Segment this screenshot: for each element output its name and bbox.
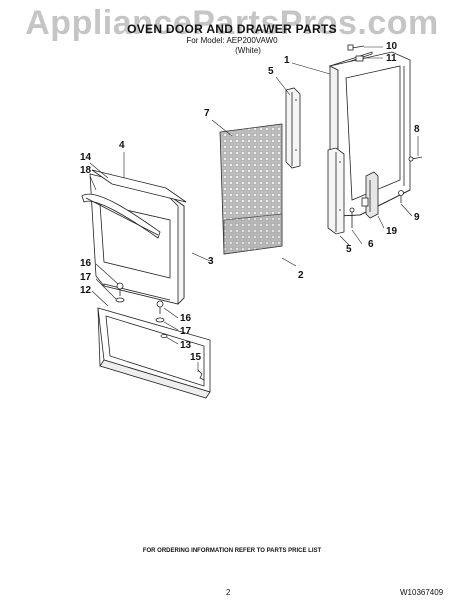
washer-17-left [115,297,125,303]
screw-16-right [156,300,164,314]
screw-6 [349,207,355,228]
callout-10: 10 [386,41,398,52]
callout-1: 1 [284,55,290,66]
watermark: AppliancePartsPros.com [25,4,439,42]
callout-12: 12 [80,285,92,296]
clip-11 [355,55,364,62]
callout-5-upper: 5 [268,66,274,77]
callout-6: 6 [368,239,374,250]
ordering-note: FOR ORDERING INFORMATION REFER TO PARTS … [142,548,322,554]
part-13 [160,334,168,338]
callout-4: 4 [119,140,125,151]
screw-16-left [116,282,124,296]
callout-15: 15 [190,352,202,363]
clip-9 [398,190,404,203]
clip-15 [197,369,205,381]
callout-18: 18 [80,165,92,176]
callout-14: 14 [80,152,92,163]
washer-17-right [155,317,165,323]
callout-5-lower: 5 [346,244,352,255]
hinge-channel-upper [285,87,301,169]
door-handle [81,193,161,239]
callout-16-right: 16 [180,313,192,324]
callout-7: 7 [204,108,210,119]
callout-17-right: 17 [180,326,192,337]
oven-door-outer [89,169,187,305]
screw-10 [347,44,365,51]
callout-17-left: 17 [80,272,92,283]
callout-2: 2 [298,270,304,281]
callout-16-left: 16 [80,258,92,269]
hinge-channel-lower [327,147,345,235]
callout-8: 8 [414,124,420,135]
page-number: 2 [226,588,231,597]
callout-3: 3 [208,256,214,267]
diagram-title: OVEN DOOR AND DRAWER PARTS [127,22,337,36]
insulation-panel [219,123,283,255]
document-number: W10367409 [400,588,444,597]
screw-8 [408,156,423,162]
door-inner-frame [328,51,411,217]
hinge-19 [361,171,379,219]
callout-9: 9 [414,212,420,223]
leader-lines [89,46,419,372]
callout-13: 13 [180,340,192,351]
callout-19: 19 [386,226,398,237]
drawer-front [97,307,211,399]
callout-11: 11 [386,53,397,64]
model-label: For Model: AEP200VAW0 [186,36,278,45]
color-label: (White) [235,46,261,55]
